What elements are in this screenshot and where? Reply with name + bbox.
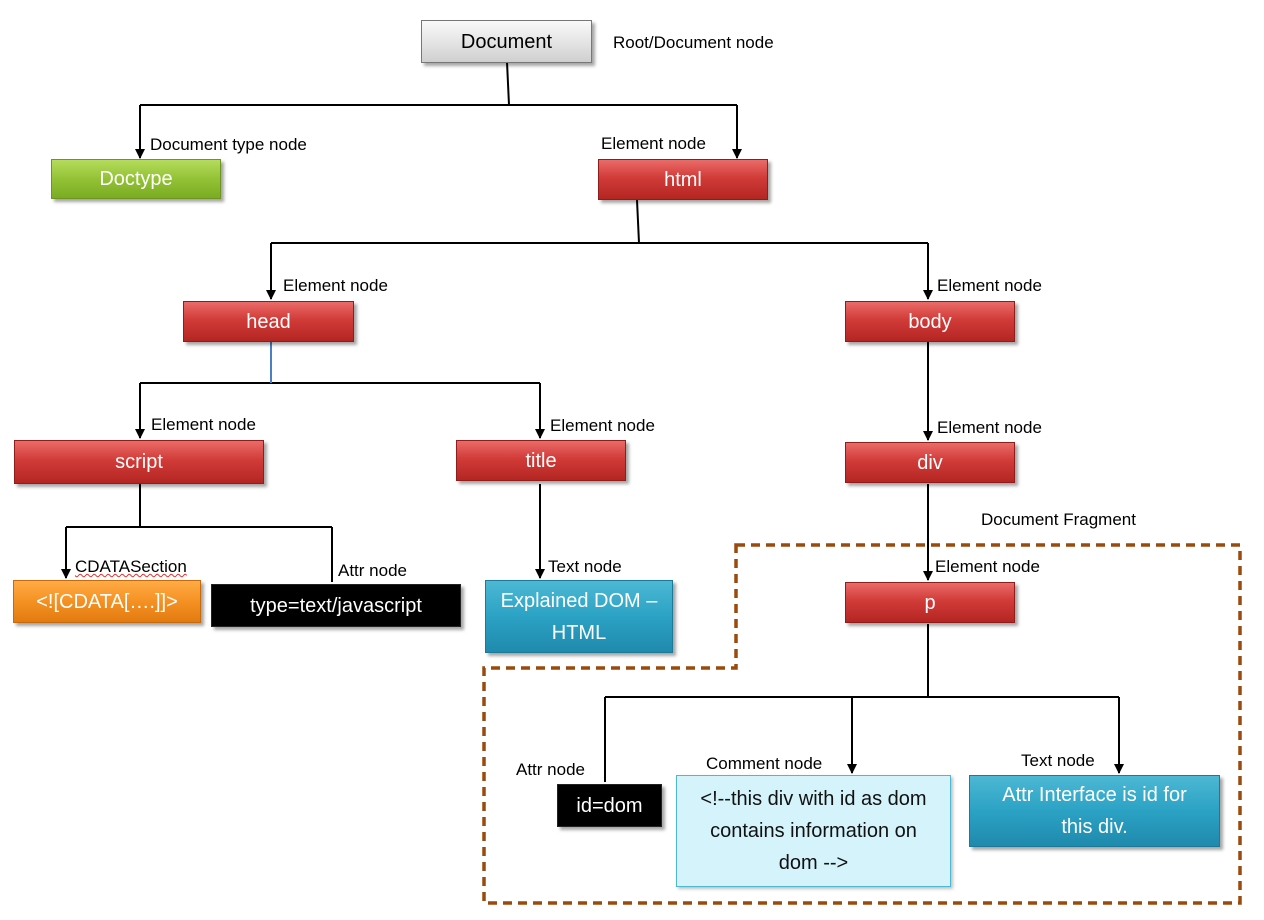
attr-interface-text-node: Attr Interface is id for this div.	[969, 775, 1220, 847]
document-type-node-label: Document type node	[150, 135, 307, 154]
script-element-node-label: Element node	[151, 415, 256, 434]
p-element-node-label: Element node	[935, 557, 1040, 576]
script-node: script	[14, 440, 264, 484]
comment-node: <!--this div with id as dom contains inf…	[676, 775, 951, 887]
title-element-node-label: Element node	[550, 416, 655, 435]
document-node: Document	[421, 20, 592, 63]
explained-dom-text-node: Explained DOM – HTML	[485, 580, 673, 653]
p-text-node-label: Text node	[1021, 751, 1095, 770]
html-element-node-label: Element node	[601, 134, 706, 153]
root-document-node-label: Root/Document node	[613, 33, 774, 52]
p-node: p	[845, 582, 1015, 623]
title-node: title	[456, 440, 626, 481]
html-node: html	[598, 159, 768, 200]
type-attr-node-label: Attr node	[338, 561, 407, 580]
head-element-node-label: Element node	[283, 276, 388, 295]
cdata-section-label: CDATASection	[75, 557, 187, 576]
cdata-node: <![CDATA[….]]>	[13, 580, 201, 623]
body-node: body	[845, 301, 1015, 342]
comment-node-label: Comment node	[706, 754, 823, 773]
document-fragment-outline	[482, 543, 1242, 905]
id-attr-node: id=dom	[557, 784, 662, 827]
document-fragment-label: Document Fragment	[981, 510, 1136, 529]
type-attr-node: type=text/javascript	[211, 584, 461, 627]
head-node: head	[183, 301, 354, 342]
doctype-node: Doctype	[51, 159, 221, 199]
body-element-node-label: Element node	[937, 276, 1042, 295]
title-text-node-label: Text node	[548, 557, 622, 576]
div-node: div	[845, 442, 1015, 483]
id-attr-node-label: Attr node	[516, 760, 585, 779]
div-element-node-label: Element node	[937, 418, 1042, 437]
